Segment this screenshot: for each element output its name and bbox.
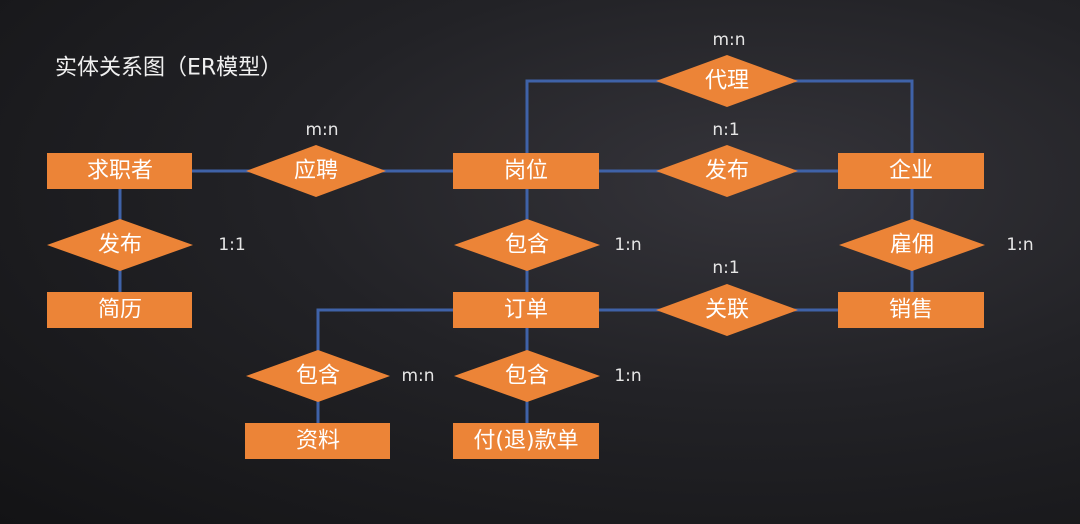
- svg-text:应聘: 应聘: [294, 159, 338, 184]
- svg-text:包含: 包含: [505, 233, 549, 258]
- svg-text:资料: 资料: [296, 429, 340, 454]
- cardinality-label: 1:1: [218, 235, 245, 255]
- relationship-apply: 应聘 m:n: [246, 120, 386, 197]
- svg-text:关联: 关联: [705, 298, 749, 323]
- relationship-contain-order: 包含 1:n: [454, 219, 642, 271]
- relationship-employ: 雇佣 1:n: [839, 219, 1034, 271]
- relationship-contain-material: 包含 m:n: [246, 350, 435, 402]
- svg-text:发布: 发布: [705, 159, 749, 184]
- cardinality-label: n:1: [712, 120, 739, 140]
- svg-text:发布: 发布: [98, 233, 142, 258]
- svg-text:订单: 订单: [504, 298, 548, 323]
- entity-material: 资料: [245, 423, 390, 459]
- entity-order: 订单: [453, 292, 599, 328]
- svg-text:简历: 简历: [98, 298, 142, 323]
- cardinality-label: n:1: [712, 258, 739, 278]
- svg-text:销售: 销售: [889, 298, 933, 323]
- svg-text:包含: 包含: [505, 364, 549, 389]
- cardinality-label: m:n: [712, 30, 745, 50]
- cardinality-label: 1:n: [614, 366, 641, 386]
- relationship-agent: 代理 m:n: [656, 30, 798, 107]
- entity-position: 岗位: [453, 153, 599, 189]
- svg-text:企业: 企业: [889, 159, 933, 184]
- cardinality-label: 1:n: [1006, 235, 1033, 255]
- cardinality-label: m:n: [401, 366, 434, 386]
- svg-text:付(退)款单: 付(退)款单: [473, 429, 578, 454]
- cardinality-label: m:n: [305, 120, 338, 140]
- svg-text:雇佣: 雇佣: [890, 233, 934, 258]
- relationship-associate: 关联 n:1: [656, 258, 798, 336]
- relationship-publish-resume: 发布 1:1: [47, 219, 246, 271]
- entity-sales: 销售: [838, 292, 984, 328]
- svg-text:包含: 包含: [296, 364, 340, 389]
- entity-job-seeker: 求职者: [47, 153, 192, 189]
- svg-text:求职者: 求职者: [87, 159, 153, 184]
- cardinality-label: 1:n: [614, 235, 641, 255]
- entity-payment: 付(退)款单: [453, 423, 599, 459]
- entity-resume: 简历: [47, 292, 192, 328]
- svg-text:代理: 代理: [705, 69, 749, 94]
- entity-company: 企业: [838, 153, 984, 189]
- svg-text:岗位: 岗位: [504, 159, 548, 184]
- diagram-title: 实体关系图（ER模型）: [55, 56, 282, 81]
- relationship-contain-payment: 包含 1:n: [454, 350, 642, 402]
- relationship-publish-position: 发布 n:1: [656, 120, 798, 197]
